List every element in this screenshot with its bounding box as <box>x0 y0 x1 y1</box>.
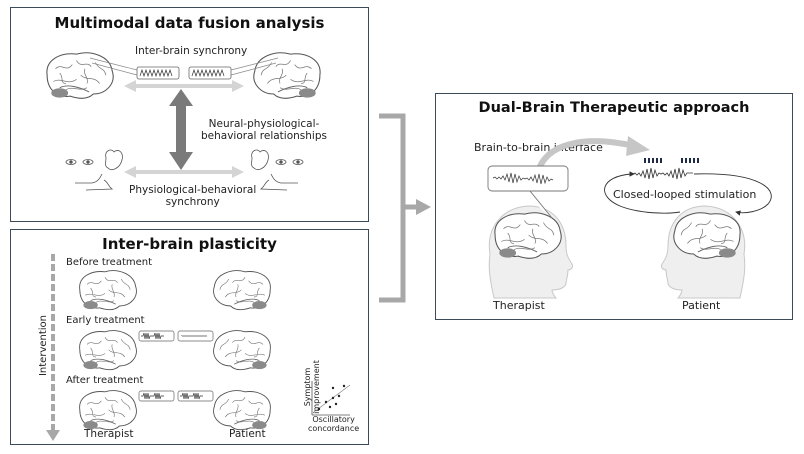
inset-scatter-plot <box>311 381 351 416</box>
heart-left-icon <box>105 149 123 170</box>
scatter-point <box>334 402 338 406</box>
brain-early-therapist <box>79 330 137 371</box>
fusion-brain-left <box>46 52 114 99</box>
patient-head <box>661 205 746 299</box>
inset-xlabel-line2: concordance <box>308 424 360 433</box>
brain-early-patient <box>213 330 271 371</box>
inset-xlabel-line1: Oscillatory <box>312 415 355 424</box>
patient-label: Patient <box>229 428 266 440</box>
phys-behav-label-line1: Physiological-behavioral <box>129 184 257 196</box>
brain-after-patient <box>213 390 271 431</box>
hand-right-icon <box>259 173 298 191</box>
scatter-point <box>317 407 321 411</box>
scatter-point <box>324 400 328 404</box>
after-wave-therapist <box>138 390 175 402</box>
therapist-head <box>488 205 573 299</box>
early-wave-patient <box>177 330 214 342</box>
patient-head-label: Patient <box>682 299 721 312</box>
scatter-point <box>342 384 346 388</box>
wave-box-left <box>89 57 180 80</box>
inset-xlabel: Oscillatory concordance <box>308 415 359 433</box>
scatter-point <box>337 394 341 398</box>
relationship-label: Neural-physiological- behavioral relatio… <box>201 118 327 142</box>
bracket-arrowhead <box>416 199 431 215</box>
relationship-label-line2: behavioral relationships <box>201 130 327 142</box>
eyes-left-icon <box>65 159 94 165</box>
therapist-head-label: Therapist <box>493 299 545 312</box>
hand-left-icon <box>75 173 114 191</box>
inter-brain-synchrony-label: Inter-brain synchrony <box>135 45 248 57</box>
phys-behav-label-line2: synchrony <box>165 196 220 208</box>
stimulation-label: Closed-looped stimulation <box>613 188 757 201</box>
brain-before-therapist <box>79 270 137 311</box>
phys-behav-label: Physiological-behavioral synchrony <box>129 184 256 208</box>
stage-early-label: Early treatment <box>66 315 145 326</box>
scatter-point <box>328 405 332 409</box>
eyes-right-icon <box>275 159 304 165</box>
relationship-label-line1: Neural-physiological- <box>208 118 320 130</box>
heart-right-icon <box>251 149 269 170</box>
inter-brain-arrow <box>124 80 244 92</box>
brain-before-patient <box>213 270 271 311</box>
early-wave-therapist <box>138 330 175 342</box>
relationship-arrow <box>169 89 193 170</box>
therapist-label: Therapist <box>84 428 134 440</box>
scatter-point <box>331 396 335 400</box>
interface-arrow <box>534 136 650 176</box>
fusion-panel: Multimodal data fusion analysis Inter-br… <box>10 7 369 222</box>
brain-after-therapist <box>79 390 137 431</box>
stage-before-label: Before treatment <box>66 257 153 268</box>
therapist-wave-bubble <box>487 165 569 219</box>
plasticity-title: Inter-brain plasticity <box>102 235 277 253</box>
bracket-connector <box>379 113 418 303</box>
therapeutic-title: Dual-Brain Therapeutic approach <box>478 100 750 116</box>
after-wave-patient <box>177 390 214 402</box>
fusion-title: Multimodal data fusion analysis <box>54 14 325 32</box>
fusion-brain-right <box>253 52 321 99</box>
stage-after-label: After treatment <box>66 375 144 386</box>
wave-box-right <box>188 57 279 80</box>
closed-loop-arrow <box>604 171 772 216</box>
scatter-point <box>331 386 335 390</box>
phys-behav-arrow <box>124 166 244 178</box>
electrodes-icon <box>644 158 699 163</box>
stimulation-wave <box>632 167 693 180</box>
intervention-arrow <box>46 254 60 441</box>
